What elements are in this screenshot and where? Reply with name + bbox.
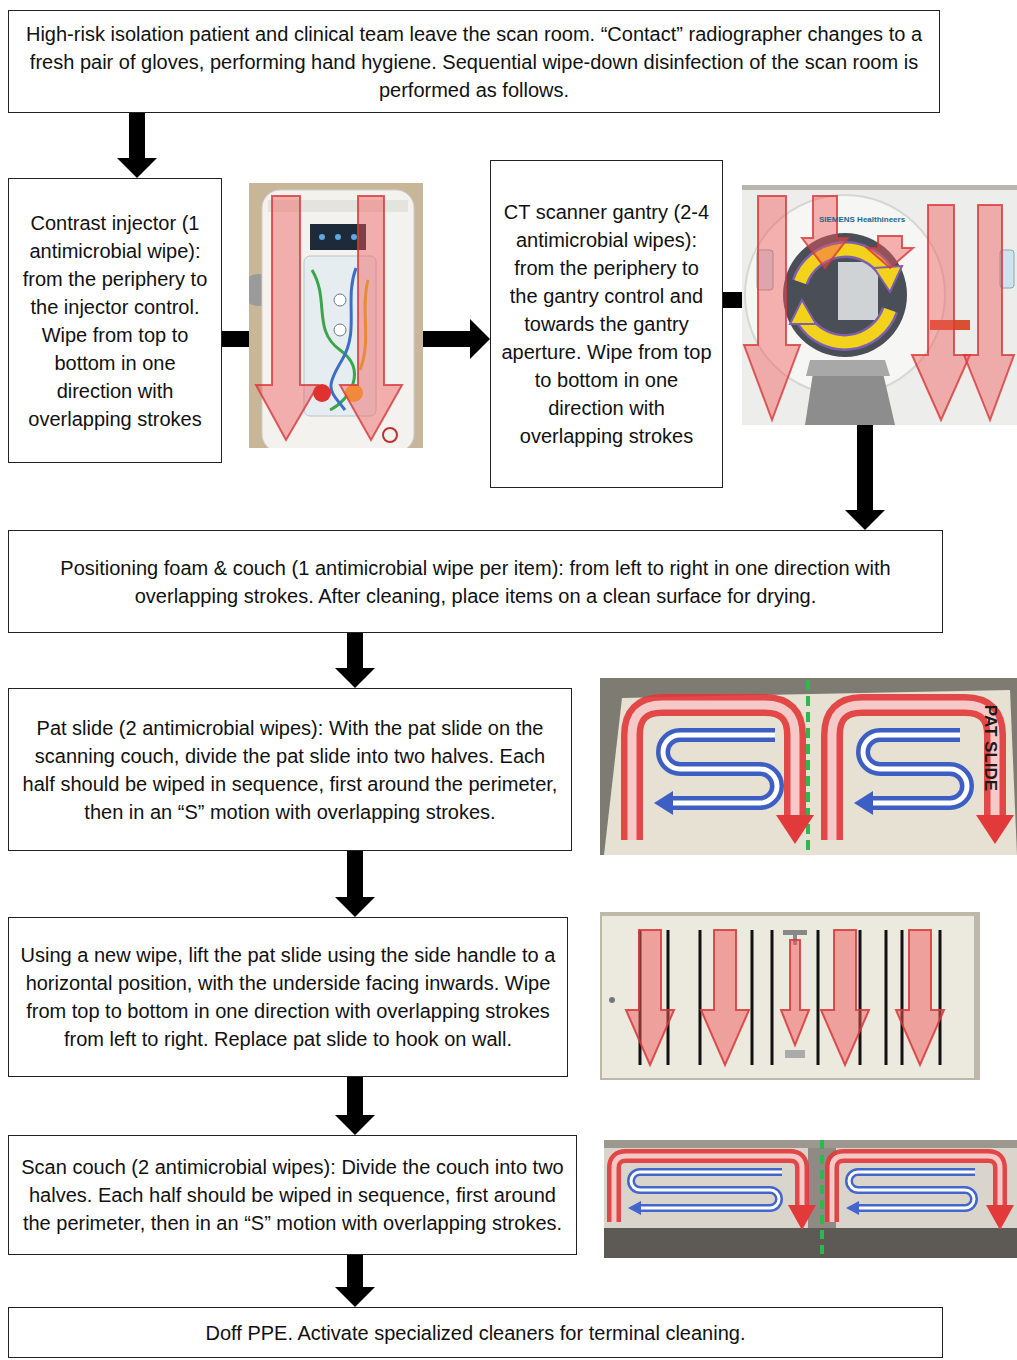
flow-arrow <box>335 1255 375 1307</box>
flow-arrow <box>117 113 157 178</box>
arrow-head <box>470 319 490 359</box>
gantry-photo <box>742 185 1017 425</box>
box-text: CT scanner gantry (2-4 antimicrobial wip… <box>499 198 714 450</box>
process-box: Scan couch (2 antimicrobial wipes): Divi… <box>8 1135 577 1255</box>
box-text: Scan couch (2 antimicrobial wipes): Divi… <box>17 1153 568 1237</box>
brand-label: SIEMENS Healthineers <box>819 215 905 224</box>
arrow-shaft <box>347 851 363 898</box>
box-text: Pat slide (2 antimicrobial wipes): With … <box>17 714 563 826</box>
arrow-shaft <box>347 1255 363 1288</box>
arrow-head <box>845 510 885 530</box>
pat-slide-label: PAT SLIDE <box>980 705 1000 791</box>
flow-arrow <box>335 1077 375 1135</box>
injector-photo <box>249 183 423 448</box>
arrow-head <box>335 1287 375 1307</box>
arrow-shaft <box>129 113 145 159</box>
arrow-shaft <box>347 1077 363 1116</box>
box-text: Using a new wipe, lift the pat slide usi… <box>17 941 559 1053</box>
flow-arrow <box>335 851 375 917</box>
process-box: Positioning foam & couch (1 antimicrobia… <box>8 530 943 633</box>
arrow-head <box>335 1115 375 1135</box>
box-text: High-risk isolation patient and clinical… <box>17 20 931 104</box>
arrow-head <box>335 897 375 917</box>
arrow-shaft <box>347 633 363 669</box>
box-text: Contrast injector (1 antimicrobial wipe)… <box>17 209 213 433</box>
arrow-head <box>117 158 157 178</box>
process-box: Doff PPE. Activate specialized cleaners … <box>8 1307 943 1358</box>
box-text: Positioning foam & couch (1 antimicrobia… <box>17 554 934 610</box>
process-box: Pat slide (2 antimicrobial wipes): With … <box>8 688 572 851</box>
arrow-head <box>335 668 375 688</box>
pat-slide-photo <box>600 678 1017 855</box>
process-box: CT scanner gantry (2-4 antimicrobial wip… <box>490 160 723 488</box>
flow-arrow <box>335 633 375 688</box>
process-box: High-risk isolation patient and clinical… <box>8 10 940 113</box>
pat-slide-underside-photo <box>600 912 980 1080</box>
box-text: Doff PPE. Activate specialized cleaners … <box>17 1319 934 1347</box>
scan-couch-photo <box>604 1140 1017 1258</box>
process-box: Contrast injector (1 antimicrobial wipe)… <box>8 178 222 463</box>
process-box: Using a new wipe, lift the pat slide usi… <box>8 917 568 1077</box>
